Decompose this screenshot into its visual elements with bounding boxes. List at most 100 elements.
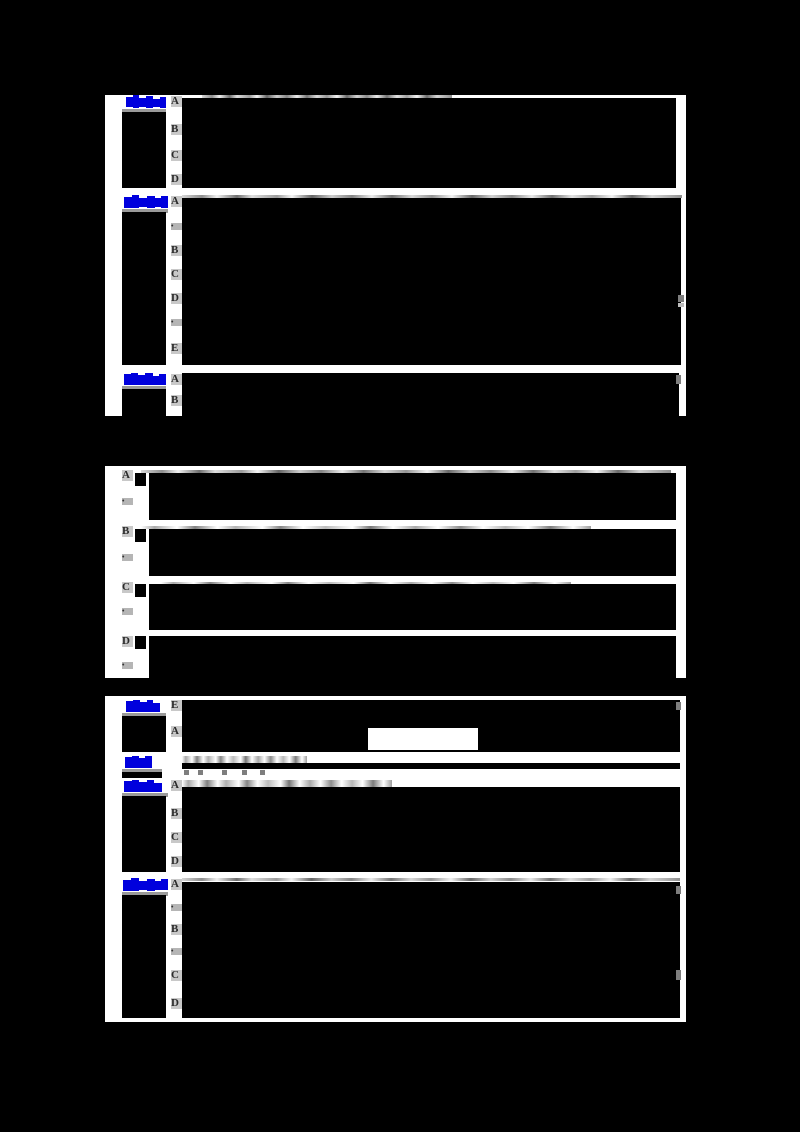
- redaction-bar: [149, 636, 676, 678]
- redacted-link-icon[interactable]: [161, 196, 168, 208]
- link-cell[interactable]: [122, 700, 170, 752]
- content-cell[interactable]: [135, 526, 686, 576]
- panel-upper-table: A B C D: [105, 95, 686, 416]
- redacted-link-icon[interactable]: [126, 701, 134, 712]
- table-row[interactable]: [105, 756, 686, 778]
- redacted-link-icon[interactable]: [124, 781, 133, 792]
- row-marker: A: [171, 196, 182, 207]
- redacted-link-icon[interactable]: [152, 376, 160, 385]
- content-cell[interactable]: [182, 756, 686, 778]
- link-cell[interactable]: [122, 780, 170, 872]
- link-underline: [122, 769, 162, 773]
- redacted-link-icon[interactable]: [139, 702, 148, 712]
- redacted-link-icon[interactable]: [152, 703, 160, 712]
- redacted-link-icon[interactable]: [138, 198, 148, 207]
- table-row[interactable]: A B C D: [105, 780, 686, 872]
- row-marker: C: [122, 582, 133, 593]
- redacted-link-icon[interactable]: [145, 756, 152, 768]
- marker-column: E A: [171, 700, 182, 752]
- redacted-link-icon[interactable]: [124, 374, 132, 385]
- redacted-link-icon[interactable]: [152, 99, 162, 107]
- row-marker: D: [122, 636, 133, 647]
- redacted-link-icon[interactable]: [154, 881, 163, 890]
- ghost-text-line: [182, 780, 392, 787]
- table-row[interactable]: B •: [105, 526, 686, 576]
- redacted-link-icon[interactable]: [133, 700, 140, 712]
- content-cell[interactable]: [135, 582, 686, 630]
- link-cell[interactable]: [122, 878, 170, 1018]
- link-cell[interactable]: [122, 373, 170, 416]
- redacted-link-icon[interactable]: [146, 96, 153, 108]
- link-redaction-bar: [122, 212, 166, 365]
- row-marker: A: [122, 470, 133, 481]
- table-row[interactable]: E A: [105, 700, 686, 752]
- content-cell[interactable]: [182, 700, 686, 752]
- redacted-link-icon[interactable]: [132, 756, 139, 768]
- redaction-bar: [135, 636, 146, 649]
- marker-column: A B C D: [171, 95, 182, 188]
- residual-glyph: [676, 702, 681, 710]
- row-marker: A: [171, 780, 182, 791]
- table-row[interactable]: C •: [105, 582, 686, 630]
- content-cell[interactable]: [182, 878, 686, 1018]
- redacted-link-icon[interactable]: [138, 98, 147, 107]
- redacted-link-icon[interactable]: [131, 373, 138, 385]
- content-cell[interactable]: [182, 95, 686, 188]
- link-underline: [122, 109, 166, 113]
- marker-column: A B C D: [171, 780, 182, 872]
- redacted-link-icon[interactable]: [161, 879, 168, 890]
- panel-lower-table: E A: [105, 696, 686, 1022]
- redacted-link-icon[interactable]: [131, 878, 139, 891]
- redacted-link-icon[interactable]: [153, 783, 162, 792]
- row-marker: •: [122, 608, 133, 615]
- redacted-link-icon[interactable]: [154, 198, 163, 207]
- content-cell[interactable]: [182, 780, 686, 872]
- row-separator: [105, 188, 686, 195]
- row-marker: A: [171, 726, 182, 737]
- row-marker: C: [171, 150, 182, 161]
- marker-column: D •: [122, 636, 133, 678]
- table-row[interactable]: A B C D: [105, 95, 686, 188]
- redacted-link-icon[interactable]: [145, 373, 153, 385]
- link-cell[interactable]: [122, 195, 170, 365]
- redacted-link-icon[interactable]: [133, 95, 139, 108]
- row-marker: B: [171, 924, 182, 935]
- content-cell[interactable]: [135, 636, 686, 678]
- content-cell[interactable]: [182, 195, 686, 365]
- redacted-link-icon[interactable]: [138, 881, 148, 890]
- table-row[interactable]: A • B C D • E: [105, 195, 686, 365]
- link-cell[interactable]: [122, 756, 170, 778]
- link-cell[interactable]: [122, 95, 170, 188]
- table-row[interactable]: A • B • C D: [105, 878, 686, 1018]
- redacted-link-icon[interactable]: [147, 700, 153, 712]
- redacted-link-icon[interactable]: [138, 782, 148, 792]
- row-marker: B: [171, 808, 182, 819]
- redacted-link-icon[interactable]: [147, 196, 155, 208]
- redacted-link-icon[interactable]: [138, 758, 146, 768]
- redacted-link-icon[interactable]: [147, 780, 154, 792]
- link-redaction-bar: [122, 112, 166, 188]
- redacted-link-icon[interactable]: [126, 97, 134, 107]
- content-cell[interactable]: [182, 373, 686, 416]
- link-underline: [122, 386, 166, 390]
- redaction-bar: [182, 763, 680, 769]
- link-redaction-bar: [122, 895, 166, 1018]
- row-marker: C: [171, 269, 182, 280]
- table-row[interactable]: D •: [105, 636, 686, 678]
- ghost-text-line: [182, 878, 680, 881]
- redaction-bar: [182, 373, 679, 416]
- redacted-link-icon[interactable]: [132, 780, 139, 792]
- redacted-link-icon[interactable]: [160, 97, 166, 108]
- redacted-link-icon[interactable]: [147, 879, 155, 891]
- table-row[interactable]: A •: [105, 470, 686, 520]
- content-cell[interactable]: [135, 470, 686, 520]
- redacted-link-icon[interactable]: [137, 375, 146, 385]
- redaction-bar: [149, 473, 676, 520]
- table-row[interactable]: A B: [105, 373, 686, 416]
- redacted-link-icon[interactable]: [124, 197, 133, 208]
- redacted-link-icon[interactable]: [159, 374, 166, 385]
- redacted-link-icon[interactable]: [132, 195, 139, 208]
- redacted-link-icon[interactable]: [125, 757, 133, 768]
- redacted-link-icon[interactable]: [123, 880, 132, 891]
- residual-glyph: [198, 770, 203, 775]
